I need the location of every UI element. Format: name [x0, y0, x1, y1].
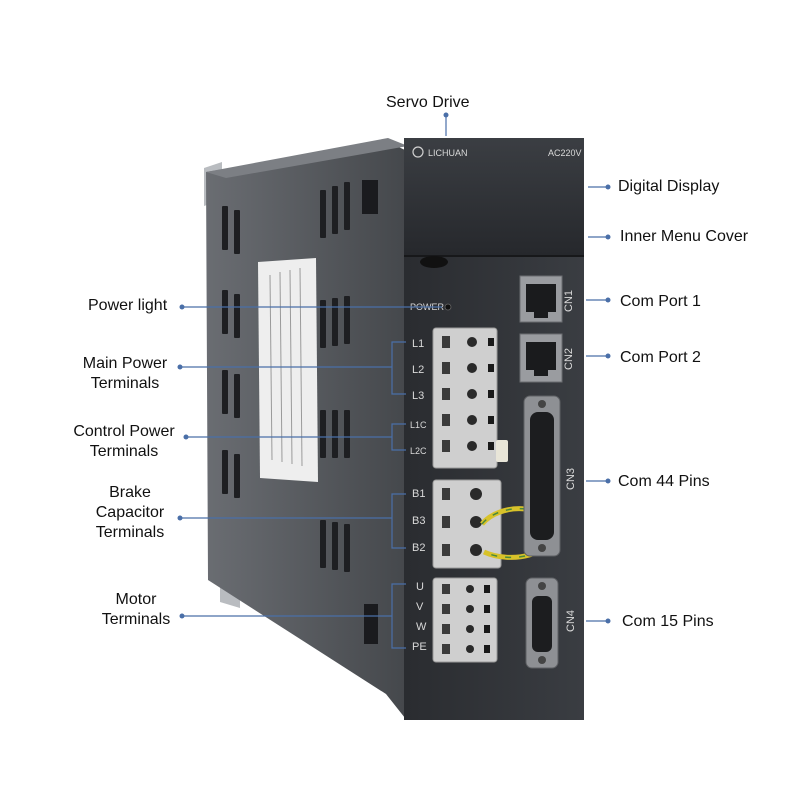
display-cover: [404, 138, 584, 256]
port-label-cn1: CN1: [563, 290, 575, 312]
cover-latch: [420, 256, 448, 268]
terminal-label-b3: B3: [412, 515, 425, 527]
terminal-block-brake: [432, 479, 502, 569]
bracket-brake: [391, 493, 406, 549]
side-clip-bottom: [364, 604, 378, 644]
port-cn2: [519, 333, 563, 383]
terminal-label-pe: PE: [412, 641, 427, 653]
side-clip-top: [362, 180, 378, 214]
terminal-label-v: V: [416, 601, 424, 613]
port-cn1: [519, 275, 563, 323]
terminal-label-l1: L1: [412, 338, 424, 350]
terminal-label-b2: B2: [412, 542, 425, 554]
terminal-labels: L1 L2 L3 L1C L2C B1 B3 B2 U V W PE: [410, 338, 427, 653]
bracket-control-power: [391, 423, 406, 451]
callout-digital-display: Digital Display: [618, 178, 720, 195]
voltage-rating: AC220V: [548, 148, 582, 158]
callout-com-port-2: Com Port 2: [620, 349, 701, 366]
callout-servo-drive: Servo Drive: [386, 94, 470, 111]
port-label-cn4: CN4: [565, 610, 577, 632]
drive-top-edge: [206, 138, 408, 178]
terminal-label-u: U: [416, 581, 424, 593]
leader-dots: [177, 112, 611, 624]
terminal-label-l1c: L1C: [410, 420, 427, 430]
callout-brake-capacitor-terminals: Brake Capacitor Terminals: [95, 484, 165, 541]
callout-inner-menu-cover: Inner Menu Cover: [620, 228, 749, 245]
brand-logo-icon: [412, 146, 424, 158]
spec-sticker: [258, 258, 318, 482]
terminal-label-l3: L3: [412, 390, 424, 402]
callout-com-port-1: Com Port 1: [620, 293, 701, 310]
side-vents: [222, 182, 350, 572]
port-cn4: [525, 577, 559, 669]
bracket-motor: [391, 583, 406, 649]
power-indicator-led: [444, 303, 452, 311]
terminal-label-l2c: L2C: [410, 446, 427, 456]
bracket-main-power: [391, 341, 406, 395]
port-label-cn2: CN2: [563, 348, 575, 370]
callout-main-power-terminals: Main Power Terminals: [82, 355, 168, 392]
port-label-cn3: CN3: [565, 468, 577, 490]
port-cn3: [523, 395, 561, 557]
terminal-label-l2: L2: [412, 364, 424, 376]
terminal-lever: [496, 440, 508, 462]
callout-com-15-pins: Com 15 Pins: [622, 613, 714, 630]
terminal-label-b1: B1: [412, 488, 425, 500]
callout-control-power-terminals: Control Power Terminals: [73, 423, 175, 460]
leader-lines: [180, 115, 608, 649]
brand-name: LICHUAN: [428, 148, 468, 158]
callout-motor-terminals: Motor Terminals: [101, 591, 171, 628]
callout-com-44-pins: Com 44 Pins: [618, 473, 710, 490]
terminal-block-motor: [432, 577, 498, 663]
terminal-block-power: [432, 327, 508, 469]
terminal-label-w: W: [416, 621, 427, 633]
callout-power-light: Power light: [88, 297, 168, 314]
